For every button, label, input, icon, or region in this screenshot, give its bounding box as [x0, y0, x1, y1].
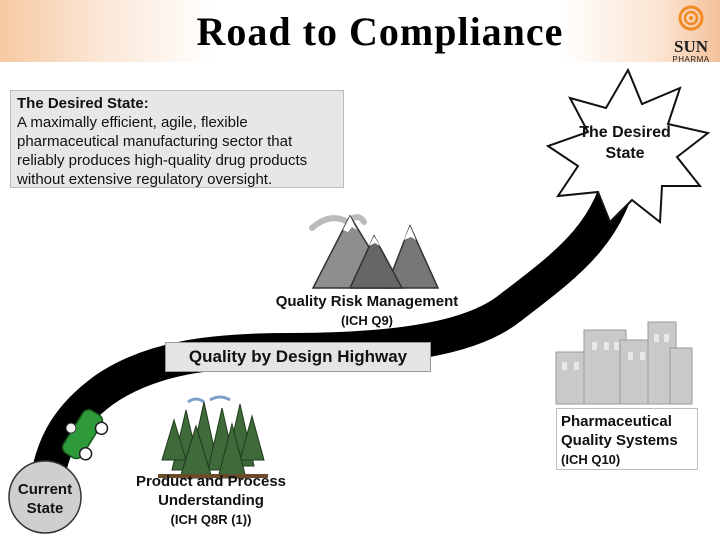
pqs-line1: Pharmaceutical	[561, 413, 672, 430]
desired-state-heading: The Desired State:	[17, 95, 149, 112]
trees-icon	[158, 395, 268, 479]
current-state-line2: State	[26, 500, 64, 517]
ppu-line1: Product and Process	[135, 473, 287, 490]
road	[27, 141, 641, 522]
qrm-title: Quality Risk Management	[275, 293, 459, 310]
sun-logo-icon	[678, 5, 704, 31]
ppu-code: (ICH Q8R (1))	[170, 512, 252, 527]
desired-state-line2: State	[605, 145, 645, 162]
mountains-icon	[309, 214, 440, 289]
desired-state-label: The Desired State	[562, 122, 688, 164]
desired-state-box: The Desired State: A maximally efficient…	[10, 90, 344, 188]
desired-state-line1: The Desired	[579, 124, 671, 141]
current-state-line1: Current	[17, 481, 73, 498]
pqs-box: Pharmaceutical Quality Systems (ICH Q10)	[556, 408, 698, 470]
desired-state-starburst	[545, 67, 711, 224]
qbd-highway-sign: Quality by Design Highway	[165, 342, 431, 372]
ppu-line2: Understanding	[158, 492, 264, 509]
sun-pharma-logo: SUN PHARMA	[664, 4, 718, 64]
buildings-icon	[555, 321, 693, 405]
qrm-code: (ICH Q9)	[341, 313, 393, 328]
ppu-label: Product and Process Understanding (ICH Q…	[116, 472, 306, 529]
header-band	[0, 0, 720, 62]
desired-state-line: A maximally efficient, agile, flexible	[17, 114, 248, 131]
car-icon	[61, 409, 109, 461]
logo-subtext: PHARMA	[672, 55, 710, 64]
current-state-label: Current State	[8, 480, 82, 518]
logo-brand: SUN	[673, 37, 708, 56]
qrm-label: Quality Risk Management (ICH Q9)	[252, 292, 482, 330]
slide-title: Road to Compliance	[196, 9, 564, 54]
desired-state-line: reliably produces high-quality drug prod…	[17, 152, 308, 169]
desired-state-line: without extensive regulatory oversight.	[17, 171, 273, 188]
pqs-code: (ICH Q10)	[561, 452, 621, 467]
current-state-circle	[8, 460, 82, 534]
pqs-line2: Quality Systems	[561, 432, 678, 449]
desired-state-line: pharmaceutical manufacturing sector that	[17, 133, 293, 150]
